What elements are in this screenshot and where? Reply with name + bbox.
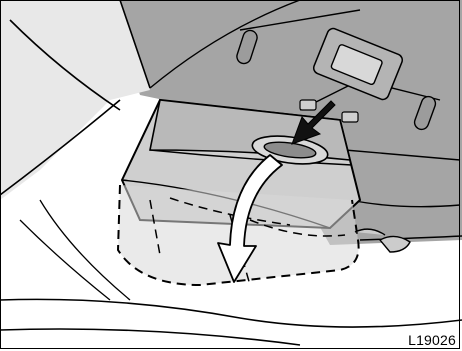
switch-button-1	[300, 100, 316, 110]
windshield-frame	[0, 299, 462, 345]
switch-button-2	[342, 112, 358, 122]
pillar-left	[20, 200, 130, 300]
figure-code: L19026	[406, 332, 458, 348]
